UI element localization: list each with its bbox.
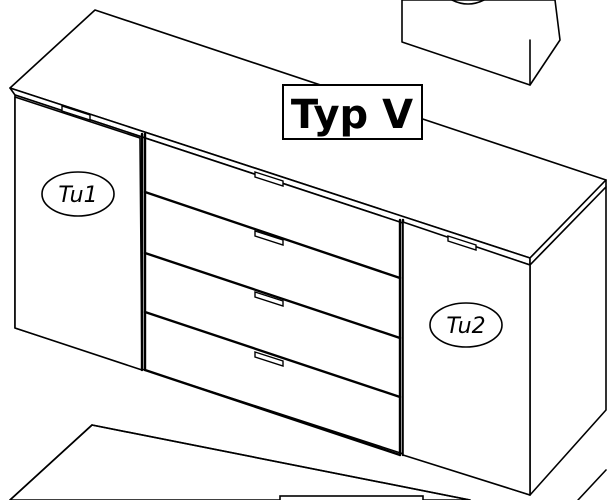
drawer-3-handle [254,291,284,307]
drawer-2-handle [254,230,284,246]
door-label-right: Tu2 [446,314,485,339]
drawer-divider-1 [143,190,402,280]
type-label-box: Typ V [282,84,423,140]
door-left-handle [61,105,91,121]
door-label-right-ellipse: Tu2 [429,302,503,348]
drawer-1-handle [254,171,284,187]
drawer-divider-2 [143,251,402,340]
type-label: Typ V [291,92,413,138]
drawer-4-handle [254,351,284,367]
door-label-left-ellipse: Tu1 [41,171,115,217]
door-right-panel [402,221,531,496]
drawer-bottom-edge [143,368,402,457]
cabinet-partial-top [401,0,561,86]
door-left-panel [14,96,143,371]
door-right-handle [447,235,477,251]
cabinet-partial-bottom [9,424,607,500]
drawer-divider-3 [143,310,402,399]
sideboard-typ-v [9,9,607,496]
door-label-left: Tu1 [58,183,97,208]
